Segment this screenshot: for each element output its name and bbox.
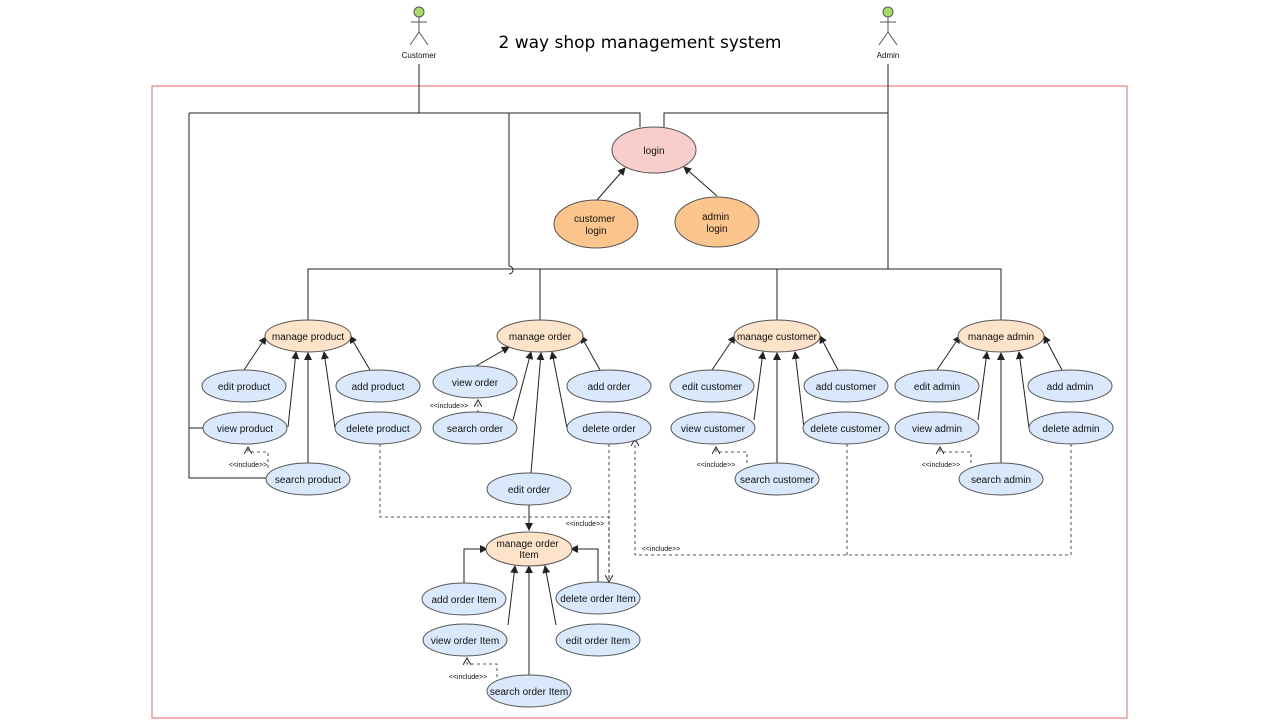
usecase-edit-order-item-label: edit order Item [566, 636, 630, 647]
include-label: <<include>> [697, 462, 736, 469]
usecase-edit-order-label: edit order [508, 485, 551, 496]
usecase-login-label: login [643, 146, 664, 157]
usecase-add-admin-label: add admin [1047, 382, 1094, 393]
actor-customer-head [413, 6, 425, 18]
usecase-view-admin[interactable]: view admin [894, 411, 980, 445]
usecase-add-product-label: add product [352, 382, 405, 393]
usecase-search-customer[interactable]: search customer [734, 462, 820, 496]
usecase-add-customer-label: add customer [816, 382, 877, 393]
usecase-manage-customer[interactable]: manage customer [733, 319, 821, 353]
usecase-edit-product-label: edit product [218, 382, 270, 393]
usecase-admin-login-label-line1: admin [702, 212, 729, 223]
usecase-add-product[interactable]: add product [335, 369, 421, 403]
usecase-search-product-label: search product [275, 475, 341, 486]
actor-admin-label: Admin [877, 51, 900, 60]
usecase-search-customer-label: search customer [740, 475, 815, 486]
system-boundary [151, 85, 1128, 719]
include-labels: <<include>> <<include>> <<include>> <<in… [229, 403, 961, 681]
usecase-edit-order-item[interactable]: edit order Item [555, 623, 641, 657]
usecase-search-product[interactable]: search product [265, 462, 351, 496]
usecase-view-order-item-label: view order Item [431, 636, 499, 647]
actor-admin[interactable]: Admin [877, 6, 900, 60]
usecase-delete-customer[interactable]: delete customer [802, 411, 890, 445]
usecase-delete-product-label: delete product [346, 424, 410, 435]
usecase-edit-customer[interactable]: edit customer [669, 369, 755, 403]
usecase-edit-product[interactable]: edit product [201, 369, 287, 403]
usecase-manage-admin-label: manage admin [968, 332, 1034, 343]
usecase-delete-customer-label: delete customer [810, 424, 882, 435]
usecase-view-order-label: view order [452, 378, 499, 389]
usecase-view-product-label: view product [217, 424, 273, 435]
usecase-admin-login[interactable]: admin login [674, 196, 760, 248]
include-relations [248, 400, 1072, 683]
usecase-view-order-item[interactable]: view order Item [422, 623, 508, 657]
usecase-delete-order[interactable]: delete order [566, 411, 652, 445]
usecase-edit-admin[interactable]: edit admin [894, 369, 980, 403]
usecase-customer-login-label-line2: login [585, 226, 606, 237]
usecase-view-customer[interactable]: view customer [670, 411, 756, 445]
include-label: <<include>> [229, 462, 268, 469]
usecase-manage-customer-label: manage customer [737, 332, 818, 343]
usecase-delete-admin[interactable]: delete admin [1028, 411, 1114, 445]
usecase-add-admin[interactable]: add admin [1027, 369, 1113, 403]
usecase-delete-order-item[interactable]: delete order Item [555, 581, 641, 615]
usecase-add-order-item-label: add order Item [431, 595, 496, 606]
usecase-view-customer-label: view customer [681, 424, 746, 435]
usecase-manage-product-label: manage product [272, 332, 344, 343]
usecase-search-order[interactable]: search order [432, 411, 518, 445]
usecase-delete-order-item-label: delete order Item [560, 594, 636, 605]
usecase-add-order[interactable]: add order [566, 369, 652, 403]
usecase-delete-product[interactable]: delete product [334, 411, 422, 445]
usecase-login[interactable]: login [611, 126, 697, 174]
usecase-search-admin-label: search admin [971, 475, 1031, 486]
usecase-view-order[interactable]: view order [432, 365, 518, 399]
association-arrows [243, 166, 1063, 675]
svg-text:admin login: admin login [702, 212, 732, 235]
usecase-edit-customer-label: edit customer [682, 382, 743, 393]
usecase-manage-admin[interactable]: manage admin [957, 319, 1045, 353]
usecase-view-admin-label: view admin [912, 424, 962, 435]
usecase-customer-login-label-line1: customer [574, 214, 616, 225]
include-label: <<include>> [449, 674, 488, 681]
actor-customer[interactable]: Customer [402, 6, 437, 60]
include-label: <<include>> [922, 462, 961, 469]
usecase-search-admin[interactable]: search admin [958, 462, 1044, 496]
usecase-customer-login[interactable]: customer login [553, 199, 639, 249]
usecase-edit-order[interactable]: edit order [486, 472, 572, 506]
usecase-search-order-item[interactable]: search order Item [486, 674, 572, 708]
actor-customer-label: Customer [402, 51, 437, 60]
svg-text:manage order Item: manage order Item [496, 539, 561, 561]
usecase-add-order-item[interactable]: add order Item [421, 582, 507, 616]
diagram-title: 2 way shop management system [498, 33, 782, 53]
usecase-manage-order-item[interactable]: manage order Item [485, 531, 573, 567]
include-label: <<include>> [642, 546, 681, 553]
usecase-delete-order-label: delete order [582, 424, 636, 435]
usecase-add-customer[interactable]: add customer [803, 369, 889, 403]
usecase-admin-login-label-line2: login [706, 224, 727, 235]
usecase-manage-order[interactable]: manage order [496, 319, 584, 353]
include-label: <<include>> [430, 403, 469, 410]
actor-admin-head [882, 6, 894, 18]
include-label: <<include>> [566, 521, 605, 528]
actor-connectors [188, 64, 1002, 479]
usecase-manage-order-item-label-line1: manage order [496, 539, 559, 550]
usecase-delete-admin-label: delete admin [1042, 424, 1099, 435]
usecase-manage-order-item-label-line2: Item [519, 550, 538, 561]
usecase-manage-order-label: manage order [509, 332, 572, 343]
usecase-edit-admin-label: edit admin [914, 382, 960, 393]
usecase-view-product[interactable]: view product [202, 411, 288, 445]
svg-text:customer login: customer login [574, 214, 618, 237]
usecase-search-order-item-label: search order Item [490, 687, 568, 698]
usecase-search-order-label: search order [447, 424, 504, 435]
usecase-add-order-label: add order [588, 382, 631, 393]
usecase-manage-product[interactable]: manage product [264, 319, 352, 353]
